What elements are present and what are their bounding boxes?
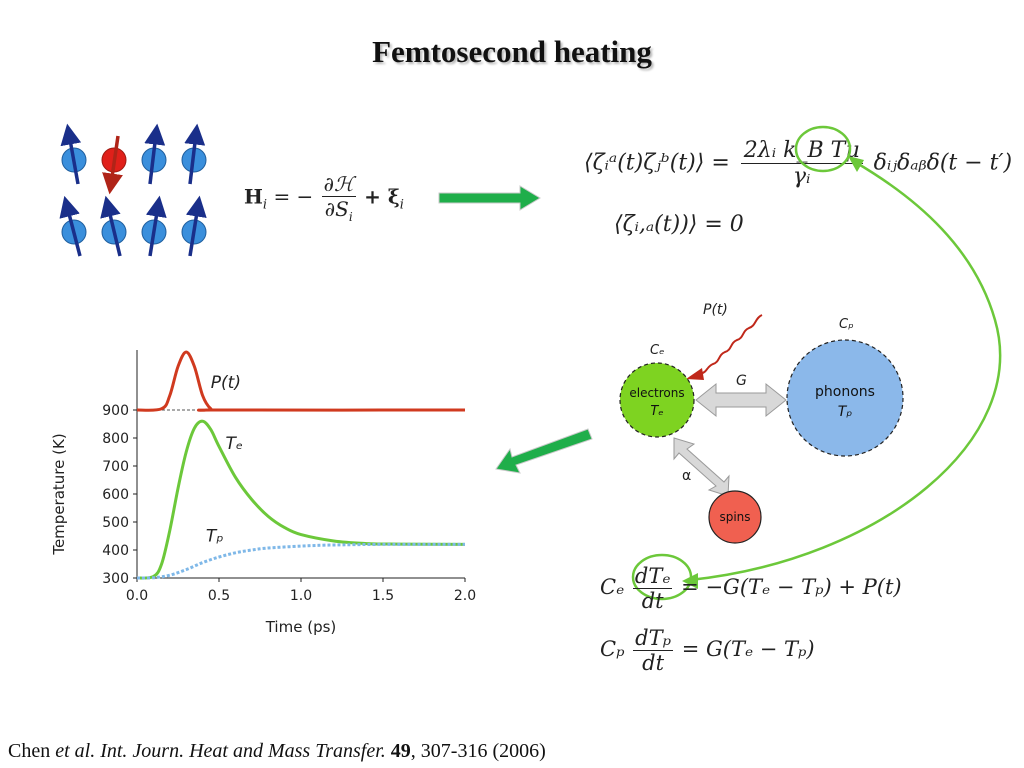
tp-curve-label: Tₚ [206, 527, 224, 547]
noise-term: + ξ [364, 184, 400, 209]
electrons-node [619, 362, 695, 438]
noise-subscript: i [399, 197, 404, 213]
spin-site [141, 123, 167, 185]
phonon-derivative: dTₚ dt [633, 626, 674, 675]
phonons-temperature: Tₚ [838, 404, 853, 420]
noise-mean-text: ⟨ζᵢ,ₐ(t))⟩ = 0 [614, 212, 744, 237]
electron-equation-rhs: = −G(Tₑ − Tₚ) + P(t) [681, 575, 902, 599]
laser-pulse-icon [699, 314, 763, 375]
spins-label: spins [719, 510, 750, 524]
spins-node [708, 490, 762, 544]
electrons-capacity-label: Cₑ [650, 343, 665, 358]
phonons-node [786, 339, 904, 457]
x-tick-label: 1.0 [290, 588, 312, 604]
pulse-label: P(t) [703, 302, 728, 318]
noise-correlation-equation: ⟨ζᵢᵃ(t)ζⱼᵇ(t)⟩ = 2λᵢ k_B Tμ γᵢ δᵢⱼδₐᵦδ(t… [584, 138, 1012, 189]
citation-pages-year: , 307-316 (2006) [410, 740, 546, 762]
spin-lattice [59, 123, 207, 257]
x-axis-label: Time (ps) [265, 618, 337, 636]
spin-site [181, 195, 207, 257]
phonon-heat-capacity: Cₚ [600, 637, 625, 661]
phonon-equation-rhs: = G(Tₑ − Tₚ) [681, 637, 815, 661]
x-tick-label: 2.0 [454, 588, 476, 604]
coupling-g-arrow-icon [695, 382, 787, 418]
phonon-derivative-numerator: dTₚ [633, 626, 674, 651]
citation-volume: 49 [390, 740, 411, 762]
correlation-lhs: ⟨ζᵢᵃ(t)ζⱼᵇ(t)⟩ = [584, 150, 730, 176]
denominator-subscript: i [348, 210, 353, 224]
spin-site [59, 195, 87, 257]
electron-derivative-numerator: dTₑ [632, 564, 673, 589]
fraction-numerator: ∂ℋ [321, 172, 356, 197]
spin-site [141, 195, 167, 257]
y-tick-label: 800 [102, 431, 129, 447]
coupling-alpha-label: α [682, 468, 691, 484]
arrow-right-icon [438, 185, 541, 211]
fraction-denominator: ∂S [324, 197, 349, 221]
electron-derivative: dTₑ dt [632, 564, 673, 613]
correlation-fraction: 2λᵢ k_B Tμ γᵢ [740, 138, 863, 189]
y-tick-label: 600 [102, 487, 129, 503]
phonons-capacity-label: Cₚ [839, 317, 854, 332]
coupling-alpha-arrow-icon [673, 437, 730, 497]
slide-title: Femtosecond heating [372, 34, 652, 69]
equals-minus: = − [273, 184, 314, 209]
noise-mean-equation: ⟨ζᵢ,ₐ(t))⟩ = 0 [614, 212, 744, 237]
arrow-left-icon [495, 428, 593, 474]
phonon-heat-equation: Cₚ dTₚ dt = G(Tₑ − Tₚ) [600, 626, 815, 675]
te-curve-label: Tₑ [226, 434, 243, 454]
field-symbol: H [244, 184, 263, 209]
two-temperature-diagram: P(t) Cₑ electrons Tₑ G Cₚ phonons Tₚ α s… [619, 302, 904, 544]
electron-heat-capacity: Cₑ [600, 575, 625, 599]
temperature-chart: 300 400 500 600 700 800 900 0.0 0.5 1.0 1.5 2.0Time… [50, 350, 476, 636]
y-tick-label: 500 [102, 515, 129, 531]
pulse-curve-label: P(t) [211, 373, 241, 393]
phonons-label: phonons [815, 384, 875, 400]
spin-site [181, 123, 207, 185]
laser-arrowhead-icon [686, 368, 704, 380]
electrons-temperature: Tₑ [650, 404, 663, 419]
spin-effective-field-equation: Hi = − ∂ℋ ∂Si + ξi [244, 172, 404, 224]
fraction: ∂ℋ ∂Si [321, 172, 356, 224]
electron-heat-equation: Cₑ dTₑ dt = −G(Tₑ − Tₚ) + P(t) [600, 564, 902, 613]
field-subscript: i [262, 197, 268, 213]
x-tick-label: 1.5 [372, 588, 394, 604]
phonon-derivative-denominator: dt [642, 651, 665, 675]
citation: Chen et al. Int. Journ. Heat and Mass Tr… [8, 740, 546, 763]
x-tick-label: 0.0 [126, 588, 148, 604]
electron-temperature-line [136, 419, 466, 580]
spin-site [100, 195, 127, 257]
y-tick-label: 400 [102, 543, 129, 559]
correlation-rhs: δᵢⱼδₐᵦδ(t − t′) [873, 150, 1013, 176]
citation-journal: et al. Int. Journ. Heat and Mass Transfe… [55, 740, 386, 762]
correlation-numerator: 2λᵢ k_B Tμ [740, 138, 863, 164]
phonon-temperature-line [136, 542, 466, 580]
y-tick-label: 300 [102, 571, 129, 587]
electrons-label: electrons [629, 386, 684, 400]
spin-site [60, 123, 87, 185]
y-axis-label: Temperature (K) [50, 433, 68, 555]
spin-site-flipped [101, 135, 127, 195]
pulse-power-line [136, 350, 466, 412]
electron-derivative-denominator: dt [641, 589, 664, 613]
x-tick-label: 0.5 [208, 588, 230, 604]
citation-author: Chen [8, 740, 51, 762]
y-tick-label: 900 [102, 403, 129, 419]
y-tick-label: 700 [102, 459, 129, 475]
coupling-g-label: G [736, 373, 747, 389]
correlation-denominator: γᵢ [792, 164, 811, 189]
